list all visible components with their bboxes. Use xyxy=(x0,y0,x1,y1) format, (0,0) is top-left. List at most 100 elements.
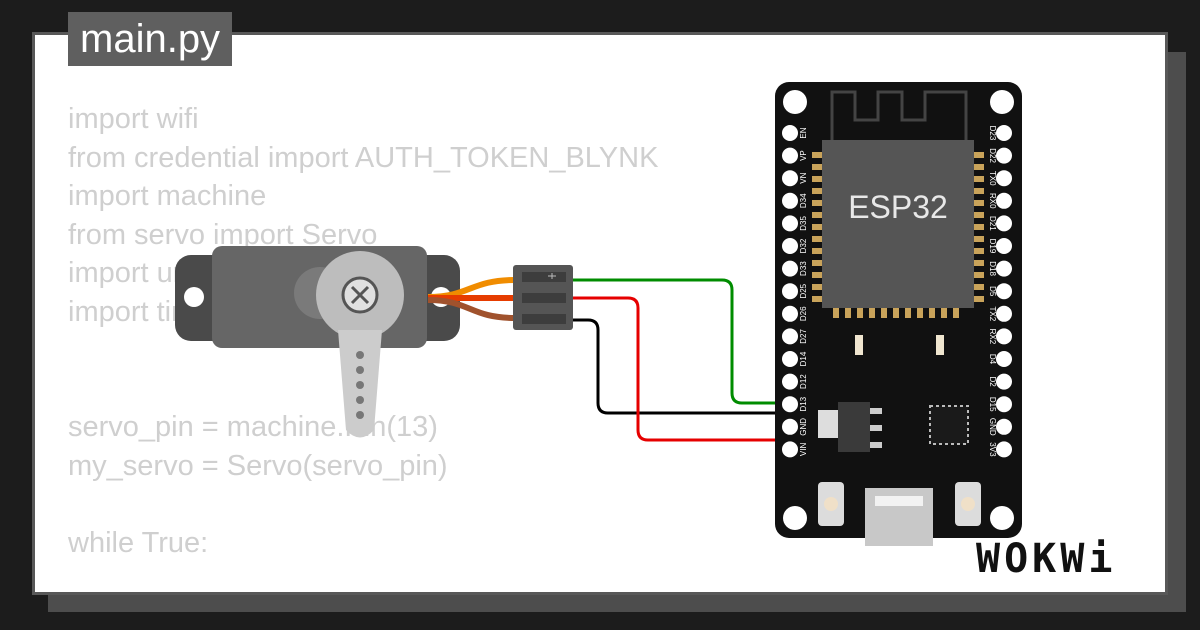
servo-motor[interactable] xyxy=(175,246,460,438)
pin-d34[interactable] xyxy=(782,192,798,209)
mount-hole xyxy=(783,90,807,114)
module-label: ESP32 xyxy=(848,189,948,225)
pin-d21[interactable] xyxy=(996,215,1012,232)
mount-hole xyxy=(783,506,807,530)
pin-label: TX0 xyxy=(988,171,997,186)
pin-d27[interactable] xyxy=(782,328,798,345)
pin-d5[interactable] xyxy=(996,283,1012,300)
esp32-module xyxy=(822,140,974,308)
servo-horn-hole xyxy=(356,351,364,359)
pin-label: D33 xyxy=(799,261,808,276)
pin-label: EN xyxy=(799,127,808,138)
pin-gnd[interactable] xyxy=(782,418,798,435)
pin-label: D25 xyxy=(799,283,808,298)
pin-3v3[interactable] xyxy=(996,441,1012,458)
pin-d13[interactable] xyxy=(782,396,798,413)
servo-connector xyxy=(513,265,573,330)
servo-cable xyxy=(427,277,516,321)
pin-d2[interactable] xyxy=(996,373,1012,390)
pin-vp[interactable] xyxy=(782,147,798,164)
pin-label: RX2 xyxy=(988,329,997,345)
pin-label: D15 xyxy=(988,397,997,412)
pin-label: D5 xyxy=(988,286,997,297)
code-line: servo_pin = machine.Pin(13) xyxy=(68,411,438,443)
servo-horn-hole xyxy=(356,411,364,419)
mount-hole xyxy=(990,506,1014,530)
wokwi-logo: WOKWi xyxy=(976,536,1117,582)
usb-chip xyxy=(929,405,969,445)
signal-wire xyxy=(573,278,792,405)
pin-en[interactable] xyxy=(782,125,798,141)
pin-label: D12 xyxy=(799,374,808,389)
pin-d25[interactable] xyxy=(782,283,798,300)
code-line: from credential import AUTH_TOKEN_BLYNK xyxy=(68,141,659,174)
servo-horn-hole xyxy=(356,381,364,389)
pin-label: D32 xyxy=(799,238,808,253)
pin-d14[interactable] xyxy=(782,351,798,367)
antenna-trace xyxy=(830,90,968,140)
code-line: from servo import Servo xyxy=(68,218,378,251)
pin-d32[interactable] xyxy=(782,238,798,254)
pin-vn[interactable] xyxy=(782,170,798,187)
pin-label: 3V3 xyxy=(988,442,997,457)
pin-tx0[interactable] xyxy=(996,170,1012,187)
pin-label: D34 xyxy=(799,193,808,208)
pin-d19[interactable] xyxy=(996,238,1012,254)
pin-d22[interactable] xyxy=(996,147,1012,164)
pin-tx2[interactable] xyxy=(996,305,1012,322)
pin-gnd[interactable] xyxy=(996,418,1012,435)
pin-label: VP xyxy=(799,150,808,161)
pin-label: D18 xyxy=(988,261,997,276)
pin-d4[interactable] xyxy=(996,351,1012,367)
pin-label: TX2 xyxy=(988,306,997,321)
led xyxy=(936,335,944,355)
code-line: my_servo = Servo(servo_pin) xyxy=(68,449,448,482)
pin-d33[interactable] xyxy=(782,260,798,277)
pin-label: RX0 xyxy=(988,193,997,209)
pin-label: D21 xyxy=(988,216,997,231)
pin-d15[interactable] xyxy=(996,396,1012,413)
pin-label: D26 xyxy=(799,306,808,321)
screw-cross-icon xyxy=(350,285,370,305)
pin-label: D2 xyxy=(988,376,997,387)
voltage-regulator xyxy=(838,402,870,452)
pin-d26[interactable] xyxy=(782,305,798,322)
pin-label: D13 xyxy=(799,396,808,411)
regulator-tab xyxy=(818,410,838,438)
pin-d23[interactable] xyxy=(996,125,1012,141)
led xyxy=(855,335,863,355)
mount-hole xyxy=(990,90,1014,114)
pin-label: GND xyxy=(799,418,808,436)
pin-label: D4 xyxy=(988,354,997,365)
pin-d35[interactable] xyxy=(782,215,798,232)
pin-rx2[interactable] xyxy=(996,328,1012,345)
pin-rx0[interactable] xyxy=(996,192,1012,209)
servo-horn-hole xyxy=(356,396,364,404)
servo-mount-hole xyxy=(184,287,204,307)
pin-label: VN xyxy=(799,172,808,183)
pin-label: D14 xyxy=(799,351,808,366)
pin-label: D23 xyxy=(988,126,997,141)
pin-label: VIN xyxy=(799,443,808,457)
code-line: import machine xyxy=(68,180,267,212)
pin-vin[interactable] xyxy=(782,441,798,458)
pin-label: D27 xyxy=(799,329,808,344)
pin-label: GND xyxy=(988,418,997,436)
pin-label: D22 xyxy=(988,148,997,163)
pin-d18[interactable] xyxy=(996,260,1012,277)
power-wire xyxy=(573,296,792,442)
code-line: while True: xyxy=(68,526,209,559)
pin-d12[interactable] xyxy=(782,373,798,390)
servo-horn-hole xyxy=(356,366,364,374)
cable-ground-wire xyxy=(427,297,516,321)
file-tab[interactable]: main.py xyxy=(68,12,233,66)
pin-label: D35 xyxy=(799,216,808,231)
code-line: import wifi xyxy=(68,103,199,135)
esp32-board[interactable]: ESP32 ENVPVND34D35D32D33D25D26D27D14D12D… xyxy=(775,82,1022,546)
ground-wire xyxy=(573,318,792,415)
pin-label: D19 xyxy=(988,239,997,254)
jumper-wires xyxy=(573,278,792,442)
